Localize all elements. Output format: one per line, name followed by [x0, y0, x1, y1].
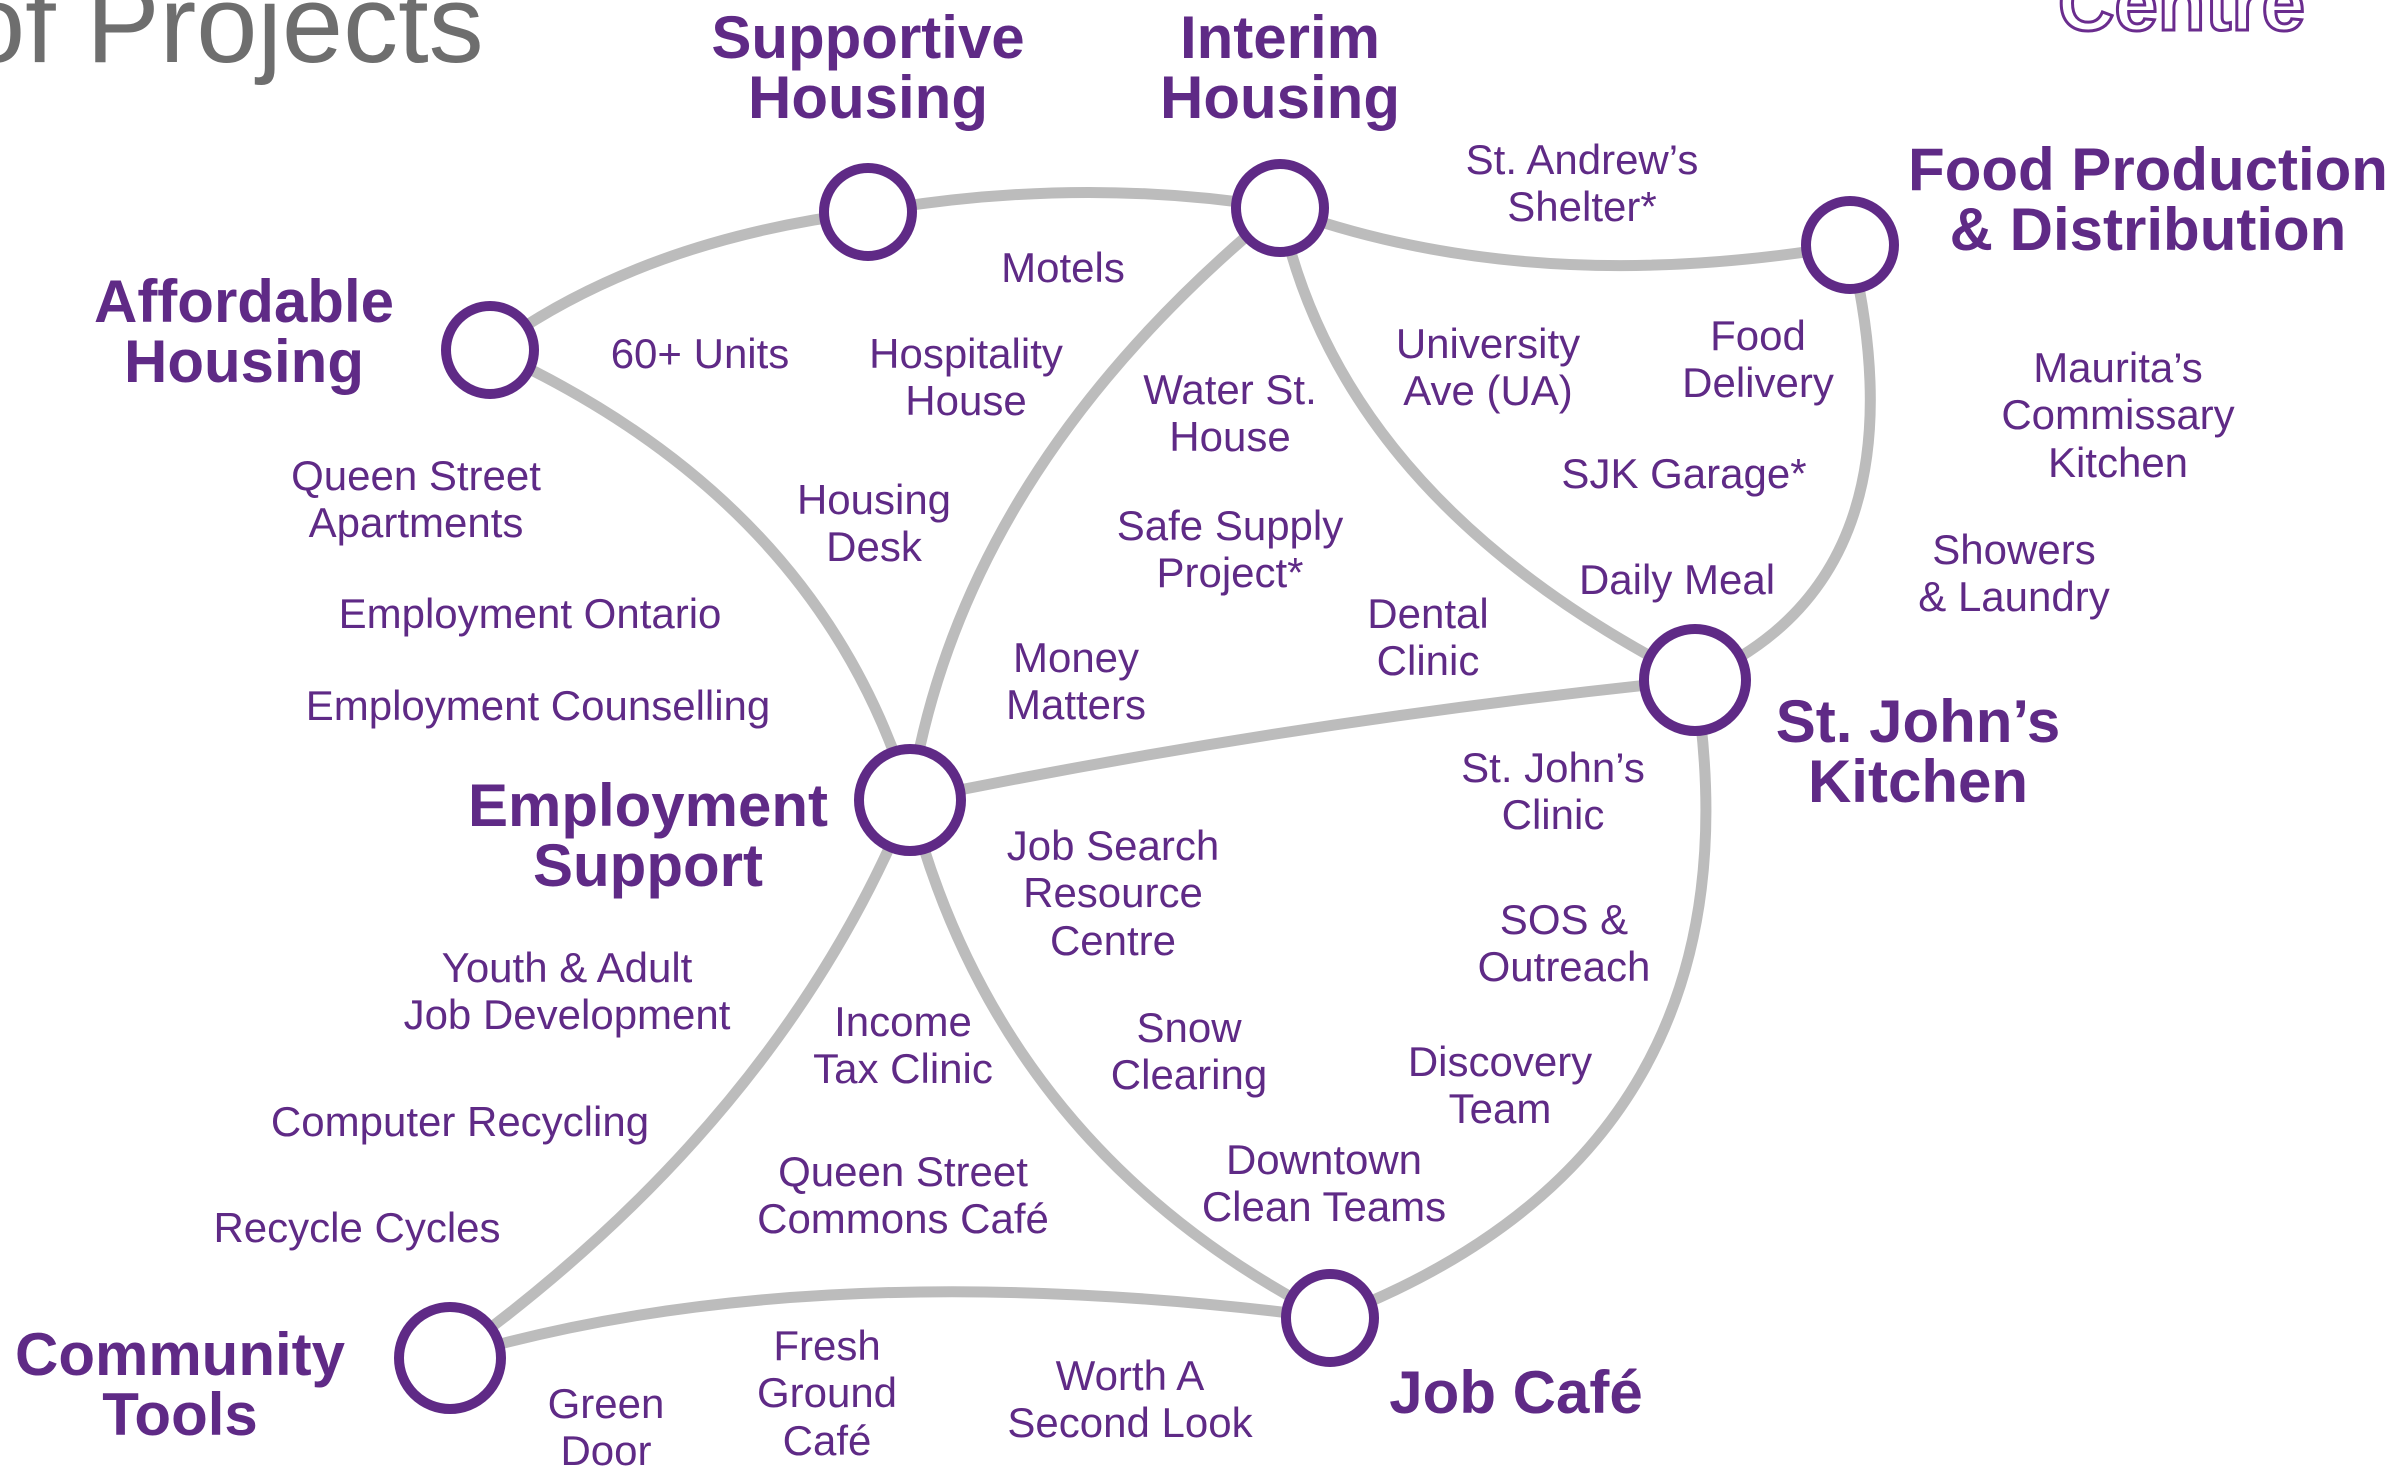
program-mauritas-commissary-kitchen: Maurita’s Commissary Kitchen [2001, 344, 2235, 486]
program-dental-clinic: Dental Clinic [1367, 590, 1489, 685]
edge-interim-employment [904, 202, 1286, 806]
program-recycle-cycles: Recycle Cycles [213, 1204, 501, 1251]
program-money-matters: Money Matters [1005, 634, 1147, 729]
page-title: of Projects [0, 0, 484, 86]
program-queen-street-commons-cafe: Queen Street Commons Café [757, 1148, 1049, 1243]
program-employment-counselling: Employment Counselling [305, 682, 771, 729]
program-motels: Motels [1001, 244, 1125, 291]
program-60-units: 60+ Units [610, 330, 790, 377]
program-showers-laundry: Showers & Laundry [1918, 526, 2110, 621]
program-fresh-ground-cafe: Fresh Ground Café [756, 1322, 898, 1464]
node-food-production [1801, 196, 1899, 294]
program-downtown-clean-teams: Downtown Clean Teams [1201, 1136, 1447, 1231]
program-worth-a-second-look: Worth A Second Look [1007, 1352, 1253, 1447]
program-employment-ontario: Employment Ontario [338, 590, 722, 637]
edge-supportive-interim [862, 186, 1286, 218]
program-job-search-resource-centre: Job Search Resource Centre [1006, 822, 1220, 964]
edge-food-kitchen [1689, 239, 1876, 686]
edge-affordable-supportive [484, 206, 874, 356]
hub-label-food-production: Food Production & Distribution [1908, 136, 2388, 263]
program-housing-desk: Housing Desk [796, 476, 952, 571]
hub-label-supportive-housing: Supportive Housing [711, 4, 1025, 131]
node-st-johns-kitchen [1639, 624, 1751, 736]
program-green-door: Green Door [547, 1380, 665, 1475]
edge-tools-jobcafe [444, 1286, 1336, 1364]
node-employment-support [854, 744, 966, 856]
program-st-johns-clinic: St. John’s Clinic [1461, 744, 1645, 839]
program-income-tax-clinic: Income Tax Clinic [813, 998, 993, 1093]
node-job-cafe [1281, 1269, 1379, 1367]
edge-interim-kitchen [1274, 202, 1701, 686]
hub-label-interim-housing: Interim Housing [1160, 4, 1400, 131]
program-university-ave: University Ave (UA) [1395, 320, 1581, 415]
hub-label-job-cafe: Job Café [1389, 1359, 1643, 1426]
program-water-st-house: Water St. House [1143, 366, 1317, 461]
program-food-delivery: Food Delivery [1682, 312, 1834, 407]
edge-employment-tools [444, 794, 916, 1364]
edge-employment-jobcafe [904, 794, 1336, 1324]
program-discovery-team: Discovery Team [1407, 1038, 1593, 1133]
edge-interim-food [1274, 202, 1856, 272]
hub-label-employment-support: Employment Support [467, 772, 829, 899]
program-sjk-garage: SJK Garage* [1561, 450, 1807, 497]
program-queen-street-apartments: Queen Street Apartments [291, 452, 541, 547]
edge-kitchen-jobcafe [1324, 674, 1712, 1324]
node-supportive-housing [819, 163, 917, 261]
hub-label-community-tools: Community Tools [15, 1321, 345, 1448]
node-community-tools [394, 1302, 506, 1414]
program-snow-clearing: Snow Clearing [1110, 1004, 1268, 1099]
node-interim-housing [1231, 159, 1329, 257]
program-daily-meal: Daily Meal [1578, 556, 1776, 603]
program-youth-adult-job-development: Youth & Adult Job Development [403, 944, 731, 1039]
hub-label-st-johns-kitchen: St. John’s Kitchen [1775, 688, 2061, 815]
program-st-andrews-shelter: St. Andrew’s Shelter* [1465, 136, 1699, 231]
brand-logo: Centre [2056, 0, 2306, 47]
node-affordable-housing [441, 301, 539, 399]
edge-affordable-employment [484, 344, 916, 806]
edge-employment-kitchen [904, 674, 1701, 806]
program-sos-outreach: SOS & Outreach [1477, 896, 1651, 991]
program-hospitality-house: Hospitality House [869, 330, 1063, 425]
program-computer-recycling: Computer Recycling [270, 1098, 650, 1145]
hub-label-affordable-housing: Affordable Housing [94, 268, 394, 395]
program-safe-supply-project: Safe Supply Project* [1116, 502, 1344, 597]
